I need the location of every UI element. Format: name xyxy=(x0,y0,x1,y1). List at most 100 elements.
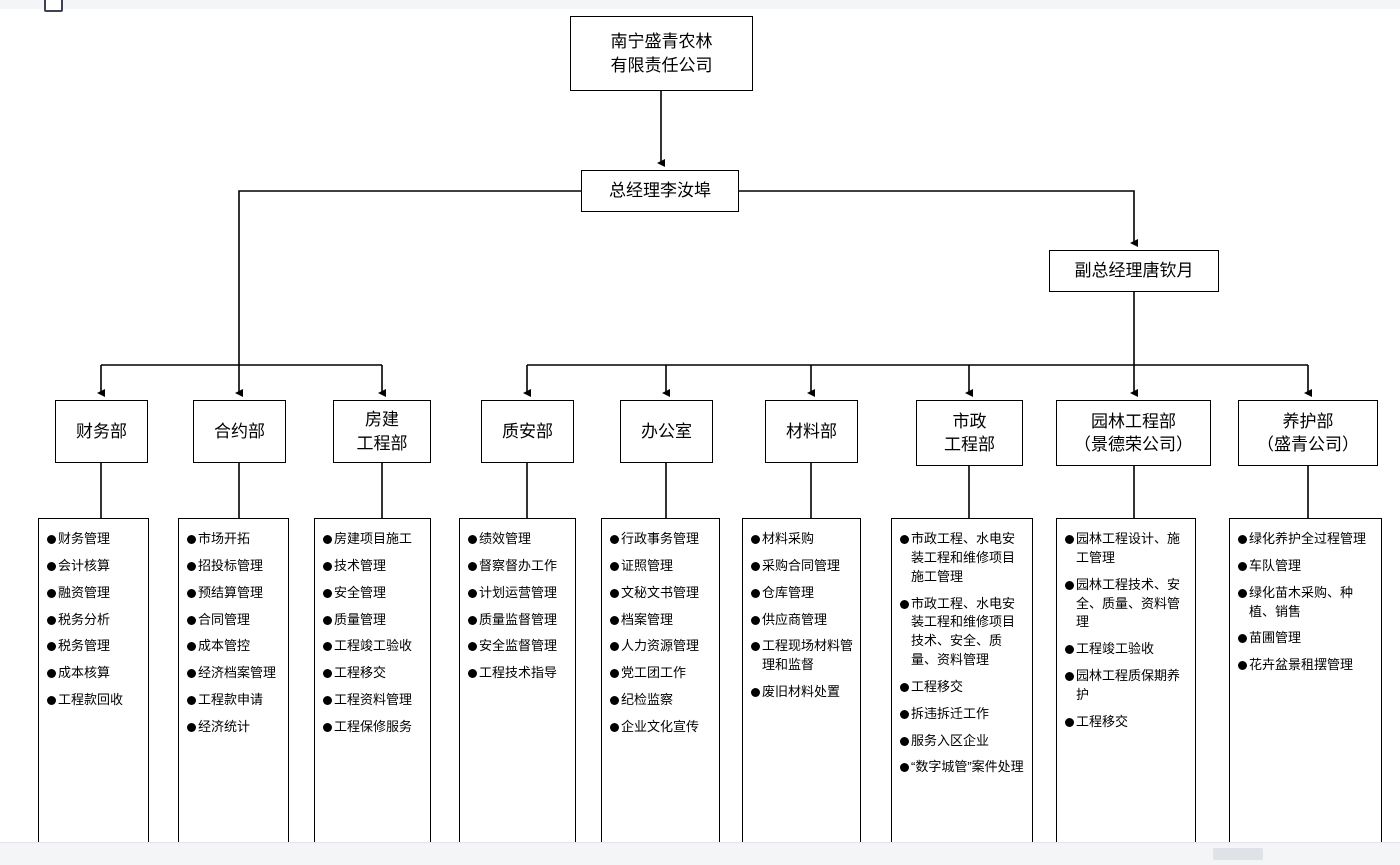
bullet-icon xyxy=(900,599,909,609)
duty-list-quality-safety: 绩效管理督察督办工作计划运营管理质量监督管理安全监督管理工程技术指导 xyxy=(459,518,576,848)
duty-item: 废旧材料处置 xyxy=(751,683,854,702)
duty-item: 会计核算 xyxy=(47,557,142,576)
duty-item: 成本管控 xyxy=(187,637,282,656)
duty-item-label: 车队管理 xyxy=(1249,557,1302,573)
bullet-icon xyxy=(1238,535,1247,544)
duty-item: 文秘文书管理 xyxy=(610,584,713,603)
duty-item: 融资管理 xyxy=(47,584,142,603)
duty-item-label: 招投标管理 xyxy=(198,557,264,573)
duty-item-label: 工程保修服务 xyxy=(334,718,413,734)
duty-item: 成本核算 xyxy=(47,664,142,683)
duty-item: 工程移交 xyxy=(1065,713,1189,732)
node-department-materials[interactable]: 材料部 xyxy=(765,400,858,463)
duty-item-label: 花卉盆景租摆管理 xyxy=(1249,657,1354,673)
bullet-icon xyxy=(47,642,56,652)
duty-item: 纪检监察 xyxy=(610,691,713,710)
bullet-icon xyxy=(751,535,760,544)
bullet-icon xyxy=(1065,672,1074,682)
duty-item: 材料采购 xyxy=(751,530,854,549)
bullet-icon xyxy=(610,535,619,544)
duty-item-label: 技术管理 xyxy=(334,557,387,573)
duty-item-label: 成本核算 xyxy=(58,665,111,681)
duty-item: 园林工程设计、施工管理 xyxy=(1065,530,1189,568)
node-department-municipal-engineering[interactable]: 市政 工程部 xyxy=(916,400,1023,466)
duty-item: 服务入区企业 xyxy=(900,732,1026,751)
duty-item-label: 工程移交 xyxy=(1076,713,1129,729)
bullet-icon xyxy=(187,642,196,652)
bullet-icon xyxy=(1065,645,1074,655)
duty-item-label: 预结算管理 xyxy=(198,584,264,600)
duty-item: 工程资料管理 xyxy=(323,691,424,710)
node-department-landscape-engineering[interactable]: 园林工程部 （景德荣公司） xyxy=(1056,400,1211,466)
duty-item-label: 经济统计 xyxy=(198,718,251,734)
node-deputy-general-manager[interactable]: 副总经理唐钦月 xyxy=(1049,250,1219,292)
node-department-contract[interactable]: 合约部 xyxy=(193,400,286,463)
duty-item: 计划运营管理 xyxy=(468,584,569,603)
node-department-finance-label: 财务部 xyxy=(76,421,127,441)
node-department-landscape-engineering-label: 园林工程部 （景德荣公司） xyxy=(1074,411,1193,454)
duty-item: 市政工程、水电安装工程和维修项目技术、安全、质量、资料管理 xyxy=(900,595,1026,670)
duty-item-label: 税务管理 xyxy=(58,638,111,654)
node-department-building-engineering[interactable]: 房建 工程部 xyxy=(333,400,431,463)
browser-tab-artifact-icon[interactable] xyxy=(44,0,63,12)
duty-list-maintenance: 绿化养护全过程管理车队管理绿化苗木采购、种植、销售苗圃管理花卉盆景租摆管理 xyxy=(1229,518,1382,848)
duty-item: 企业文化宣传 xyxy=(610,718,713,737)
bullet-icon xyxy=(610,696,619,706)
bullet-icon xyxy=(751,642,760,652)
duty-item-label: 督察督办工作 xyxy=(479,557,558,573)
bullet-icon xyxy=(323,722,332,732)
duty-item-label: 仓库管理 xyxy=(762,584,815,600)
node-department-maintenance[interactable]: 养护部 （盛青公司） xyxy=(1238,400,1378,466)
duty-item: 绿化养护全过程管理 xyxy=(1238,530,1375,549)
duty-item-label: “数字城管”案件处理 xyxy=(911,759,1024,775)
duty-item-label: 工程竣工验收 xyxy=(1076,641,1155,657)
node-department-building-engineering-label: 房建 工程部 xyxy=(356,410,408,453)
duty-list-municipal-engineering: 市政工程、水电安装工程和维修项目施工管理市政工程、水电安装工程和维修项目技术、安… xyxy=(891,518,1033,848)
duty-item: 仓库管理 xyxy=(751,584,854,603)
browser-chrome-strip-bottom xyxy=(0,842,1400,865)
bullet-icon xyxy=(610,561,619,571)
duty-item: 园林工程质保期养护 xyxy=(1065,667,1189,705)
duty-item: 证照管理 xyxy=(610,557,713,576)
duty-list-contract: 市场开拓招投标管理预结算管理合同管理成本管控经济档案管理工程款申请经济统计 xyxy=(178,518,289,848)
duty-item-label: 证照管理 xyxy=(621,557,674,573)
duty-item: 经济统计 xyxy=(187,718,282,737)
bullet-icon xyxy=(187,669,196,679)
node-company-root-label: 南宁盛青农林 有限责任公司 xyxy=(610,32,713,75)
node-general-manager[interactable]: 总经理李汝埠 xyxy=(581,170,739,212)
node-department-finance[interactable]: 财务部 xyxy=(55,400,148,463)
duty-item: 行政事务管理 xyxy=(610,530,713,549)
bullet-icon xyxy=(468,615,477,625)
duty-item: 合同管理 xyxy=(187,611,282,630)
bullet-icon xyxy=(900,535,909,544)
duty-item-label: 工程移交 xyxy=(334,665,387,681)
duty-item-label: 工程现场材料管理和监督 xyxy=(762,638,854,673)
duty-item-label: 纪检监察 xyxy=(621,692,674,708)
duty-item: 税务管理 xyxy=(47,637,142,656)
duty-item-label: 工程款回收 xyxy=(58,692,124,708)
bullet-icon xyxy=(900,682,909,692)
duty-item: 工程保修服务 xyxy=(323,718,424,737)
duty-item-label: 市政工程、水电安装工程和维修项目施工管理 xyxy=(911,531,1016,584)
duty-item: 档案管理 xyxy=(610,611,713,630)
duty-item-label: 融资管理 xyxy=(58,584,111,600)
node-department-quality-safety[interactable]: 质安部 xyxy=(481,400,574,463)
bullet-icon xyxy=(1065,535,1074,544)
node-company-root[interactable]: 南宁盛青农林 有限责任公司 xyxy=(570,16,753,91)
duty-list-office: 行政事务管理证照管理文秘文书管理档案管理人力资源管理党工团工作纪检监察企业文化宣… xyxy=(601,518,720,848)
bullet-icon xyxy=(900,709,909,719)
bullet-icon xyxy=(468,642,477,652)
duty-item: 招投标管理 xyxy=(187,557,282,576)
duty-item-label: 质量监督管理 xyxy=(479,611,558,627)
duty-item: “数字城管”案件处理 xyxy=(900,758,1026,777)
duty-list-building-engineering: 房建项目施工技术管理安全管理质量管理工程竣工验收工程移交工程资料管理工程保修服务 xyxy=(314,518,431,848)
duty-item-label: 绩效管理 xyxy=(479,531,532,546)
node-department-office[interactable]: 办公室 xyxy=(620,400,713,463)
bullet-icon xyxy=(323,535,332,544)
duty-item: 工程款回收 xyxy=(47,691,142,710)
duty-item-label: 材料采购 xyxy=(762,531,815,546)
browser-status-chip[interactable] xyxy=(1213,848,1263,860)
duty-item-label: 工程资料管理 xyxy=(334,692,413,708)
duty-item: 安全监督管理 xyxy=(468,637,569,656)
